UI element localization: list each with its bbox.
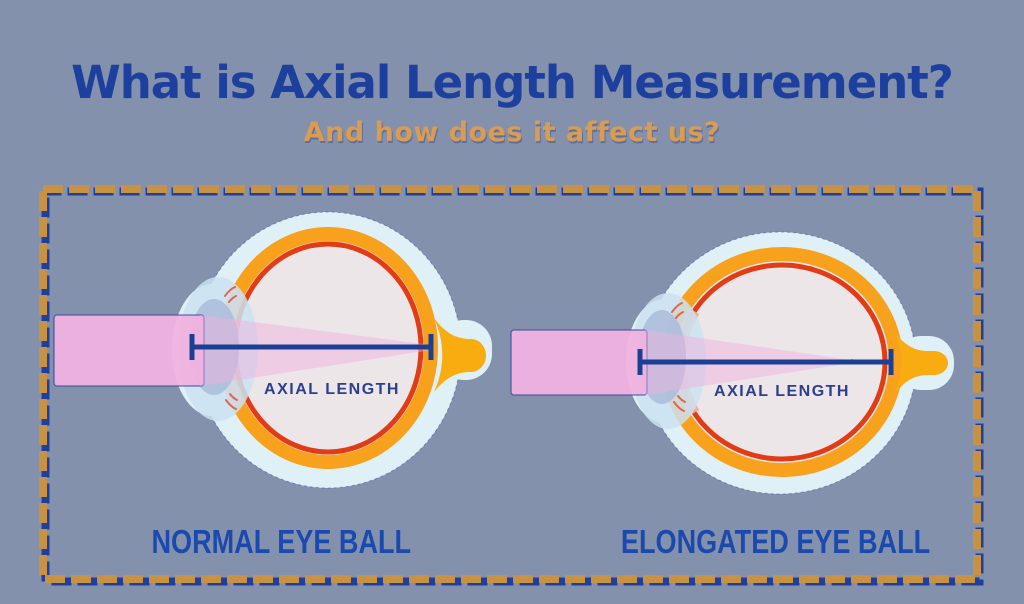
caption-elongated-eye: ELONGATED EYE BALL [587, 523, 930, 561]
optic-nerve [894, 332, 948, 394]
ciliary-marks [224, 286, 238, 410]
ciliary-marks [671, 302, 686, 412]
caption-elongated-eye-text: ELONGATED EYE BALL [620, 523, 931, 560]
page-title: What is Axial Length Measurement? [71, 56, 954, 109]
light-beam [53, 314, 205, 387]
caption-normal-eye-text: NORMAL EYE BALL [151, 523, 412, 560]
light-beam-cone [200, 315, 431, 386]
axial-length-label-left: AXIAL LENGTH [264, 381, 400, 398]
elongated-eye-diagram: AXIAL LENGTH [510, 231, 954, 495]
page-subtitle: And how does it affect us? [303, 117, 721, 148]
lens [638, 310, 686, 404]
axial-length-label-right: AXIAL LENGTH [714, 383, 850, 400]
axial-length-line [189, 334, 434, 360]
panel-border-dashes [39, 185, 981, 583]
normal-eye-diagram: AXIAL LENGTH [53, 211, 492, 489]
caption-normal-eye: NORMAL EYE BALL [123, 523, 423, 561]
optic-nerve [434, 318, 487, 392]
axial-length-line [637, 349, 894, 375]
dashed-panel-border [39, 185, 984, 586]
light-beam [510, 329, 648, 396]
